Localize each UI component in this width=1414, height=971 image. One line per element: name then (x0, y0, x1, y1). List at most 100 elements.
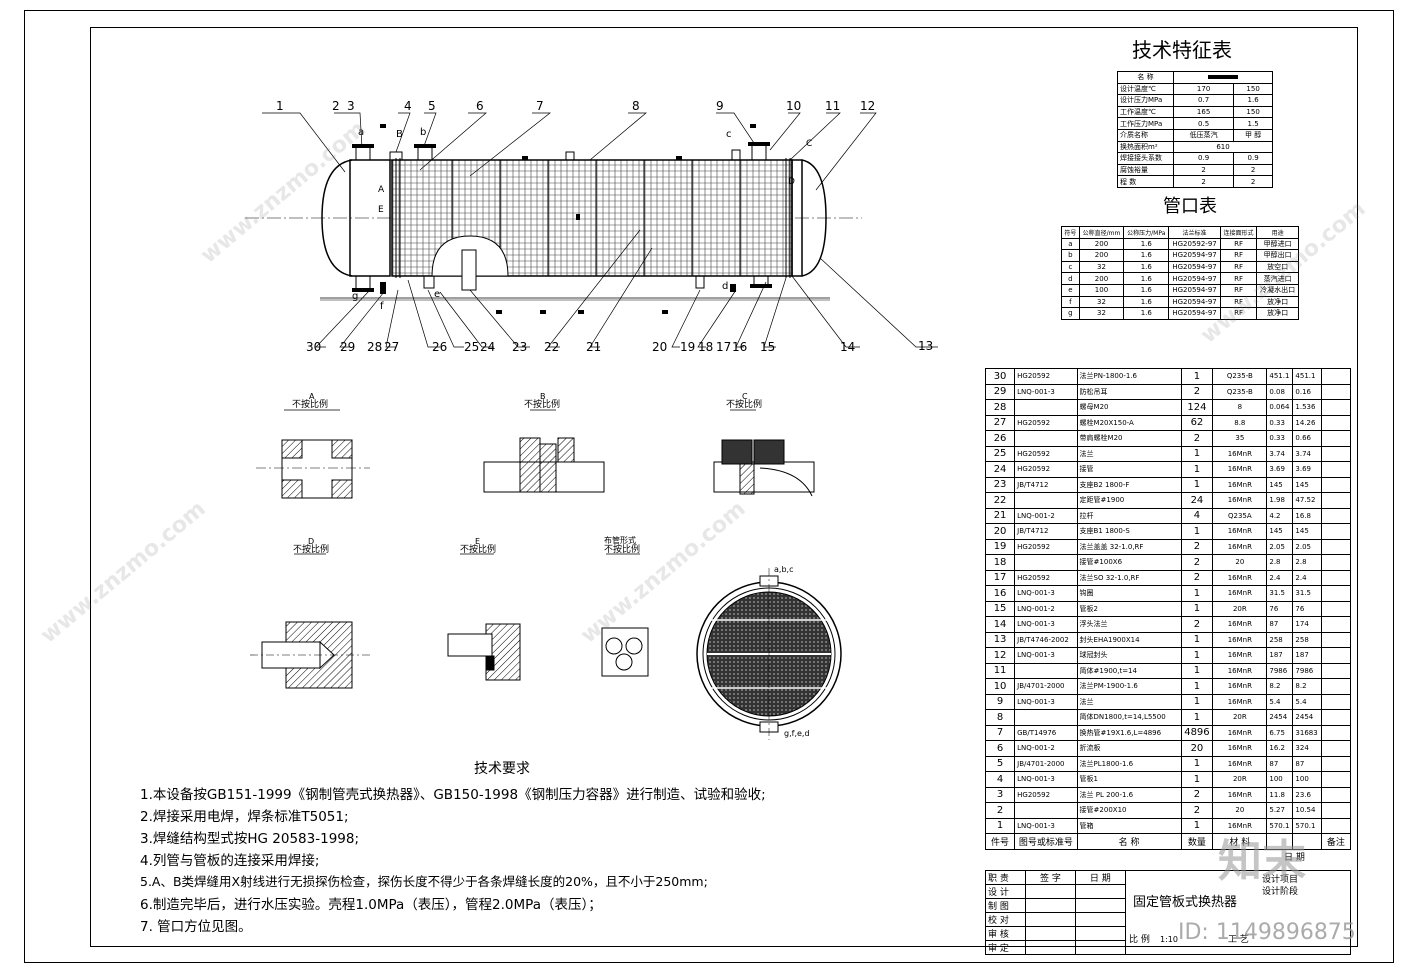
tech-tube-value: 1.5 (1233, 117, 1273, 130)
parts-cell (1320, 383, 1352, 400)
view-c-letter: C (742, 392, 748, 401)
title-role: 制 图 (985, 898, 1026, 913)
parts-cell: 47.52 (1292, 492, 1322, 509)
view-layout-title: 布管形式 (604, 536, 636, 545)
parts-cell: 2 (1180, 569, 1214, 586)
parts-cell: 35 (1212, 430, 1268, 447)
tech-tube-value: 0.9 (1233, 152, 1273, 165)
nozzle-cell: 32 (1078, 295, 1125, 309)
callout-16: 16 (732, 340, 748, 354)
parts-cell: 258 (1266, 631, 1294, 648)
parts-cell: 145 (1266, 523, 1294, 540)
parts-cell: 0.16 (1292, 383, 1322, 400)
parts-cell: 法兰PM-1900-1.6 (1076, 678, 1182, 695)
parts-cell: 145 (1292, 523, 1322, 540)
tech-param: 程 数 (1117, 175, 1174, 188)
parts-cell: 简体#1900,t=14 (1076, 662, 1182, 679)
view-c-note: 不按比例 (726, 400, 763, 410)
parts-cell: Q235-B (1212, 368, 1268, 385)
callout-15: 15 (760, 340, 776, 354)
nozzle-cell: RF (1219, 249, 1258, 262)
parts-cell: 2454 (1266, 709, 1294, 726)
parts-cell: 24 (984, 461, 1016, 478)
requirements-title: 技术要求 (474, 761, 530, 777)
callout-27: 27 (384, 340, 400, 354)
parts-cell: LNQ-001-3 (1014, 585, 1078, 602)
parts-cell: 1 (984, 817, 1016, 834)
parts-cell: 8.2 (1292, 678, 1322, 695)
detail-d (250, 553, 370, 689)
title-right-date: 日 期 (1284, 853, 1305, 863)
callout-3: 3 (347, 99, 355, 113)
detail-a (256, 409, 370, 499)
parts-cell: 1 (1180, 755, 1214, 772)
parts-cell: 23.6 (1292, 786, 1322, 803)
parts-cell: 法兰 (1076, 693, 1182, 710)
parts-cell (1320, 585, 1352, 602)
parts-cell: 1 (1180, 445, 1214, 462)
parts-cell: 10.54 (1292, 802, 1322, 819)
nozzle-header-cell: 符号 (1061, 226, 1080, 239)
parts-cell: 100 (1266, 771, 1294, 788)
view-d-note: 不按比例 (293, 545, 330, 555)
parts-cell (1320, 724, 1352, 741)
parts-cell: 0.33 (1266, 430, 1294, 447)
section-top-label: a,b,c (774, 565, 794, 574)
parts-cell: 16MnR (1212, 476, 1268, 493)
parts-cell: 0.66 (1292, 430, 1322, 447)
parts-cell: 28 (984, 399, 1016, 416)
nozzle-label-f: f (380, 301, 384, 312)
parts-cell: 球冠封头 (1076, 647, 1182, 664)
parts-cell: 简体DN1800,t=14,L5500 (1076, 709, 1182, 726)
parts-header-cell: 名 称 (1076, 833, 1182, 850)
parts-cell: 1 (1180, 600, 1214, 617)
parts-cell: HG20592 (1014, 569, 1078, 586)
parts-cell: 2 (1180, 616, 1214, 633)
parts-cell: 3.74 (1292, 445, 1322, 462)
parts-header-cell: 图号或标准号 (1014, 833, 1078, 850)
nozzle-cell: 32 (1078, 307, 1125, 320)
parts-cell (1320, 802, 1352, 819)
parts-cell: 14 (984, 616, 1016, 633)
parts-cell (1320, 430, 1352, 447)
callout-13: 13 (918, 339, 934, 353)
view-e-note: 不按比例 (460, 545, 497, 555)
parts-cell: 6.75 (1266, 724, 1294, 741)
parts-cell: 2454 (1292, 709, 1322, 726)
parts-cell: 145 (1266, 476, 1294, 493)
parts-cell: Q235A (1212, 507, 1268, 524)
parts-cell (1014, 662, 1078, 679)
nozzle-cell: 1.6 (1123, 295, 1170, 309)
callout-22: 22 (544, 340, 560, 354)
parts-cell: HG20592 (1014, 538, 1078, 555)
parts-cell: LNQ-001-3 (1014, 817, 1078, 834)
nozzle-cell: 甲醇进口 (1256, 237, 1299, 251)
parts-cell: 7986 (1266, 662, 1294, 679)
parts-cell: 1.98 (1266, 492, 1294, 509)
detail-b (483, 409, 605, 493)
parts-cell: JB/4701-2000 (1014, 755, 1078, 772)
parts-cell (1320, 569, 1352, 586)
parts-cell (1320, 709, 1352, 726)
tech-tube-value: 2 (1233, 163, 1273, 177)
parts-cell: 0.064 (1266, 399, 1294, 416)
parts-cell: LNQ-001-3 (1014, 693, 1078, 710)
requirement-7: 7. 管口方位见图。 (140, 919, 252, 935)
parts-cell: 1 (1180, 662, 1214, 679)
